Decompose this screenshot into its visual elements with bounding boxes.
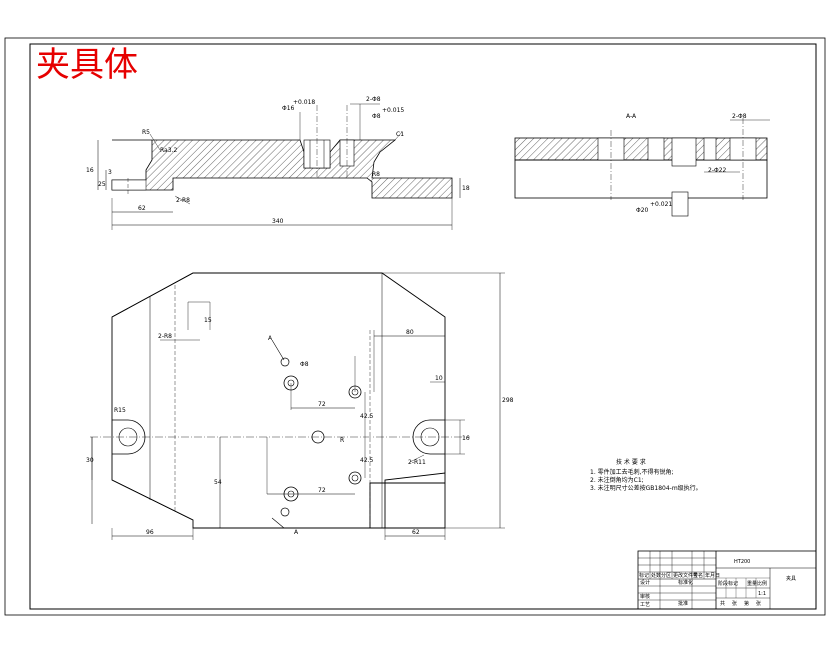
plan-dim-slot: 16 [462, 435, 470, 442]
side-dim-hole-bottom: 2-Φ22 [708, 167, 727, 174]
plan-dim-r-tag: 2-R11 [408, 459, 426, 466]
title-block-header-2: 处数 [651, 572, 661, 579]
side-dim-bore-tol: +0.021 [650, 201, 672, 208]
plan-outline [111, 272, 446, 529]
front-view: Φ16 +0.018 2-Φ8 Φ8 +0.015 R5 Ra3.2 C1 16… [86, 96, 470, 230]
tech-req-line-2: 2. 未注倒角均为C1; [590, 476, 644, 484]
title-block-row-process: 工艺 [640, 602, 650, 608]
title-block-header-6: 年月日 [705, 572, 720, 579]
title-block-approve: 批准 [678, 600, 688, 607]
plan-dim-tab: 10 [435, 375, 443, 382]
tech-req-line-1: 1. 零件加工去毛刺,不得有锐角; [590, 468, 674, 476]
title-block-scale-label: 比例 [757, 580, 767, 587]
title-block-sheet-4: 张 [756, 600, 761, 607]
title-block-drawing-no: HT200 [734, 559, 750, 565]
title-block-std: 标准化 [678, 579, 693, 586]
front-dim-d3-tol: +0.015 [382, 107, 404, 114]
front-dim-w2: 2-R8 [176, 197, 190, 204]
title-block-weight: 重量 [747, 580, 757, 587]
plan-dim-vert2: 42.5 [360, 457, 374, 464]
tech-req-line-3: 3. 未注明尺寸公差按GB1804-m级执行。 [590, 484, 702, 492]
technical-requirements: 技 术 要 求 1. 零件加工去毛刺,不得有锐角; 2. 未注倒角均为C1; 3… [590, 458, 702, 492]
front-dim-width: 340 [272, 218, 284, 225]
tech-req-heading: 技 术 要 求 [616, 458, 646, 466]
plan-dim-top-offset: 15 [204, 317, 212, 324]
side-section-body [514, 137, 768, 161]
plan-mark-bottom: A [294, 529, 299, 536]
front-dim-w1: 62 [138, 205, 146, 212]
title-block-row-review: 审核 [640, 593, 650, 600]
front-dim-h3: 3 [108, 169, 112, 176]
inner-border [29, 43, 817, 610]
front-dim-r2: R8 [372, 171, 380, 178]
title-block: HT200 夹具 标记 处数 分区 更改文件号 签名 年月日 设计 审核 工艺 … [637, 550, 817, 610]
front-dim-d2: 2-Φ8 [366, 96, 381, 103]
title-block-scale: 1:1 [758, 591, 766, 597]
plan-mark-r15: R15 [114, 407, 126, 414]
plan-dim-small-w: 2-R8 [158, 333, 172, 340]
plan-dim-horiz1: 72 [318, 401, 326, 408]
plan-dim-dia-tag: Φ8 [300, 361, 309, 368]
title-block-part-name: 夹具 [786, 575, 796, 582]
front-dim-ra: Ra3.2 [160, 147, 177, 154]
front-dim-c1: C1 [396, 131, 404, 138]
plan-dim-right-w: 80 [406, 329, 414, 336]
plan-dim-vert1: 42.5 [360, 413, 374, 420]
plan-dim-total-h: 298 [502, 397, 514, 404]
plan-mark-right: R [340, 437, 344, 444]
front-dim-h4: 18 [462, 185, 470, 192]
plan-dim-horiz2: 72 [318, 487, 326, 494]
front-dim-d1: Φ16 [282, 105, 295, 112]
title-block-sheet-2: 张 [732, 600, 737, 607]
center-hole [311, 430, 325, 444]
plan-dim-left-h: 30 [86, 457, 94, 464]
front-dim-h2: 25 [98, 181, 106, 188]
front-dim-h1: 16 [86, 167, 94, 174]
title-block-sheet-3: 第 [744, 600, 749, 607]
side-section-label: A-A [626, 113, 637, 120]
title-block-row-design: 设计 [640, 579, 650, 586]
outer-border [4, 37, 826, 616]
side-view: A-A 2-Φ8 2-Φ22 Φ20 +0.021 [514, 113, 770, 217]
plan-mark-top: A [268, 335, 273, 342]
front-dim-d1-tol: +0.018 [293, 99, 315, 106]
title-block-sheet-1: 共 [720, 600, 725, 607]
plan-dim-bottom-left: 96 [146, 529, 154, 536]
side-dim-hole-top: 2-Φ8 [732, 113, 747, 120]
plan-dim-bottom-right: 62 [412, 529, 420, 536]
title-block-header-5: 签名 [693, 572, 703, 579]
title-block-header-1: 标记 [639, 572, 649, 579]
title-block-stage: 阶段标记 [718, 580, 738, 587]
plan-dim-mid-h: 54 [214, 479, 222, 486]
side-dim-bore: Φ20 [636, 207, 649, 214]
title-block-header-3: 分区 [661, 572, 671, 579]
plan-view: 15 2-R8 80 10 72 42.5 42.5 16 30 96 62 5… [86, 272, 514, 540]
front-dim-d3: Φ8 [372, 113, 381, 120]
title-block-header-4: 更改文件号 [673, 572, 698, 579]
drawing-title: 夹具体 [36, 45, 138, 85]
front-dim-r1: R5 [142, 129, 150, 136]
